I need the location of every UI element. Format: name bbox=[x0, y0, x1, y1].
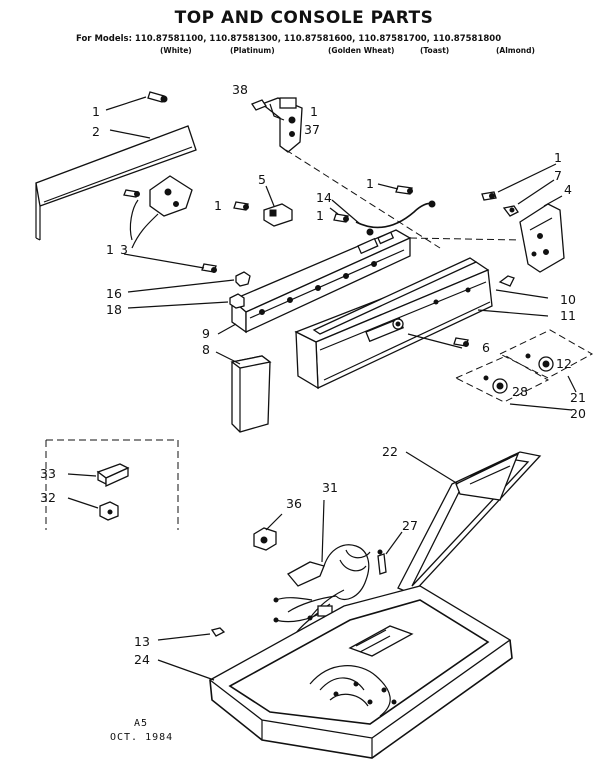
part-27-pin bbox=[377, 549, 387, 575]
callout-1-d: 1 bbox=[310, 104, 318, 119]
part-2-trim-strip bbox=[35, 125, 197, 241]
callout-1-e: 1 bbox=[366, 176, 374, 191]
callout-1-f: 1 bbox=[316, 208, 324, 223]
callout-16: 16 bbox=[106, 286, 122, 301]
callout-20: 20 bbox=[570, 406, 586, 421]
callout-21: 21 bbox=[570, 390, 586, 405]
page-title: TOP AND CONSOLE PARTS bbox=[174, 8, 434, 28]
color-label-almond: (Almond) bbox=[496, 46, 535, 55]
callout-31: 31 bbox=[322, 480, 338, 495]
callout-28: 28 bbox=[512, 384, 528, 399]
callout-6: 6 bbox=[482, 340, 490, 355]
callout-9: 9 bbox=[202, 326, 210, 341]
callout-7: 7 bbox=[554, 168, 562, 183]
part-16-clip bbox=[235, 271, 251, 287]
callout-18: 18 bbox=[106, 302, 122, 317]
part-32-button bbox=[99, 501, 119, 521]
part-3-bracket bbox=[123, 175, 193, 217]
callout-5: 5 bbox=[258, 172, 266, 187]
callout-4: 4 bbox=[564, 182, 572, 197]
callout-14: 14 bbox=[316, 190, 332, 205]
part-18-clip bbox=[229, 293, 245, 309]
part-22-lid-frame bbox=[397, 451, 542, 595]
color-label-golden-wheat: (Golden Wheat) bbox=[328, 46, 395, 55]
callout-11: 11 bbox=[560, 308, 576, 323]
callout-27: 27 bbox=[402, 518, 418, 533]
callout-13: 13 bbox=[134, 634, 150, 649]
part-8-end-bracket bbox=[230, 355, 272, 433]
screw-part-1-d bbox=[333, 213, 349, 223]
footer-date: OCT. 1984 bbox=[110, 732, 174, 743]
callout-24: 24 bbox=[134, 652, 150, 667]
part-28-box bbox=[454, 355, 550, 403]
callout-3: 3 bbox=[120, 242, 128, 257]
callout-32: 32 bbox=[40, 490, 56, 505]
part-24-top-panel bbox=[208, 585, 513, 759]
color-label-platinum: (Platinum) bbox=[230, 46, 275, 55]
part-33-knob bbox=[96, 463, 130, 488]
callout-10: 10 bbox=[560, 292, 576, 307]
part-13-clip bbox=[210, 627, 226, 637]
callout-1-a: 1 bbox=[92, 104, 100, 119]
callout-12: 12 bbox=[556, 356, 572, 371]
callout-2: 2 bbox=[92, 124, 100, 139]
screw-part-1-f bbox=[481, 191, 497, 201]
part-37-38-bracket bbox=[251, 97, 303, 153]
console-top-cap bbox=[312, 257, 478, 335]
inset-box-33-32 bbox=[45, 439, 179, 530]
screw-part-6 bbox=[453, 337, 469, 347]
part-7-clip bbox=[502, 205, 519, 217]
screw-part-1-b bbox=[233, 201, 249, 211]
part-9-control-panel bbox=[230, 229, 412, 334]
callout-38: 38 bbox=[232, 82, 248, 97]
screw-part-1-c bbox=[395, 185, 413, 195]
part-12-box bbox=[498, 329, 594, 379]
screw-part-1-a bbox=[147, 91, 168, 103]
callout-1-b: 1 bbox=[106, 242, 114, 257]
footer-code: A5 bbox=[134, 718, 149, 729]
part-5-clip bbox=[263, 203, 293, 227]
screw-part-1-e bbox=[201, 263, 217, 273]
color-label-white: (White) bbox=[160, 46, 192, 55]
part-14-wire bbox=[355, 200, 436, 236]
callout-1-g: 1 bbox=[554, 150, 562, 165]
part-36-sensor bbox=[253, 527, 277, 551]
part-10-clip bbox=[498, 275, 515, 287]
color-label-toast: (Toast) bbox=[420, 46, 450, 55]
models-line: For Models: 110.87581100, 110.87581300, … bbox=[76, 34, 502, 44]
callout-1-c: 1 bbox=[214, 198, 222, 213]
part-31-wire-harness bbox=[273, 544, 371, 639]
callout-37: 37 bbox=[304, 122, 320, 137]
callout-8: 8 bbox=[202, 342, 210, 357]
part-4-end-cap bbox=[519, 203, 565, 273]
callout-36: 36 bbox=[286, 496, 302, 511]
callout-22: 22 bbox=[382, 444, 398, 459]
callout-33: 33 bbox=[40, 466, 56, 481]
